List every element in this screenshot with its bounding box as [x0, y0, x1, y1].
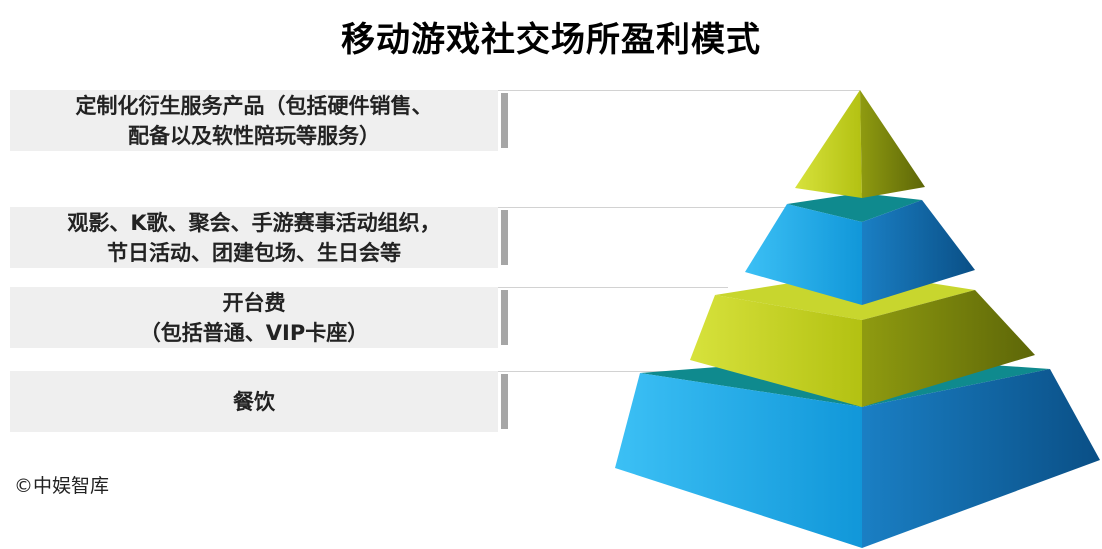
- level-divider: [501, 374, 508, 429]
- level-text: 餐饮: [233, 389, 275, 414]
- level-label-bottom: 餐饮: [10, 371, 508, 432]
- level-divider: [501, 290, 508, 345]
- level-label-second: 观影、K歌、聚会、手游赛事活动组织， 节日活动、团建包场、生日会等: [10, 207, 508, 268]
- pyramid-tier-4-front: [615, 373, 862, 548]
- pyramid-tier-4-side: [862, 369, 1100, 548]
- pyramid-tier-2-side: [862, 200, 975, 305]
- connector-line: [498, 207, 788, 208]
- diagram-title: 移动游戏社交场所盈利模式: [341, 20, 761, 60]
- level-text: 定制化衍生服务产品（包括硬件销售、 配备以及软性陪玩等服务）: [75, 93, 433, 148]
- level-text: 观影、K歌、聚会、手游赛事活动组织， 节日活动、团建包场、生日会等: [67, 210, 441, 265]
- connector-line: [498, 371, 668, 372]
- pyramid-tier-3-front: [690, 295, 862, 407]
- pyramid-tier-3-side: [862, 290, 1035, 407]
- pyramid-tier-1-front: [795, 90, 862, 198]
- pyramid-tier-2-front: [745, 204, 862, 305]
- level-label-third: 开台费 （包括普通、VIP卡座）: [10, 287, 508, 348]
- level-label-top: 定制化衍生服务产品（包括硬件销售、 配备以及软性陪玩等服务）: [10, 90, 508, 151]
- level-divider: [501, 210, 508, 265]
- connector-line: [498, 90, 860, 91]
- pyramid-tier-2-top: [787, 193, 922, 222]
- level-divider: [501, 93, 508, 148]
- copyright-text: ©中娱智库: [14, 475, 110, 497]
- pyramid-tier-1-side: [860, 90, 925, 198]
- connector-line: [498, 287, 728, 288]
- level-text: 开台费 （包括普通、VIP卡座）: [139, 290, 369, 345]
